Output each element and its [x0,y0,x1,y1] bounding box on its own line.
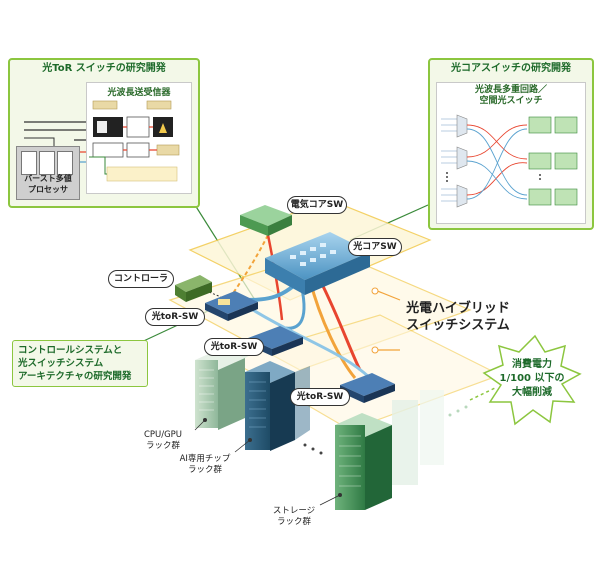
hybrid-system-label: 光電ハイブリッド スイッチシステム [406,301,510,333]
wavelength-circuit [441,114,578,208]
electric-core-switch [240,205,292,236]
tor-research-panel: 光ToR スイッチの研究開発 光波長送受信器 バースト多値 プロセッサ [8,58,200,208]
transceiver-circuit [89,100,180,182]
power-reduction-burst: 消費電力 1/100 以下の 大幅削減 [499,359,565,398]
tor-switch-1 [205,291,258,321]
control-system-callout: コントロールシステムと 光スイッチシステム アーキテクチャの研究開発 [12,340,148,387]
controller-label: コントローラ [108,270,174,288]
tor-switch-label-2: 光toR-SW [204,338,264,356]
ai-chip-rack-group [245,361,310,451]
core-subtitle: 光波長多重回路／ 空間光スイッチ [474,85,547,106]
core-switch-box: 光波長多重回路／ 空間光スイッチ [436,82,586,224]
burst-shape [482,334,582,426]
processor-label: バースト多値 プロセッサ [24,174,72,194]
tor-switch-label-1: 光toR-SW [145,308,205,326]
optical-core-switch [265,232,370,295]
cpu-gpu-rack-label: CPU/GPU ラック群 [143,430,183,451]
core-panel-title: 光コアスイッチの研究開発 [451,63,571,74]
core-research-panel: 光コアスイッチの研究開発 光波長多重回路／ 空間光スイッチ [428,58,594,230]
burst-processor: バースト多値 プロセッサ [16,146,80,200]
storage-rack-label: ストレージ ラック群 [272,506,316,527]
tor-panel-title: 光ToR スイッチの研究開発 [42,63,166,74]
electric-core-label: 電気コアSW [287,196,347,214]
controller-box [175,275,212,302]
tor-switch-label-3: 光toR-SW [290,388,350,406]
transceiver-box: 光波長送受信器 [86,82,192,194]
transceiver-title: 光波長送受信器 [107,88,171,98]
ai-chip-rack-label: AI専用チップ ラック群 [179,454,231,475]
rack-dots [303,405,468,455]
optical-core-label: 光コアSW [348,238,402,256]
